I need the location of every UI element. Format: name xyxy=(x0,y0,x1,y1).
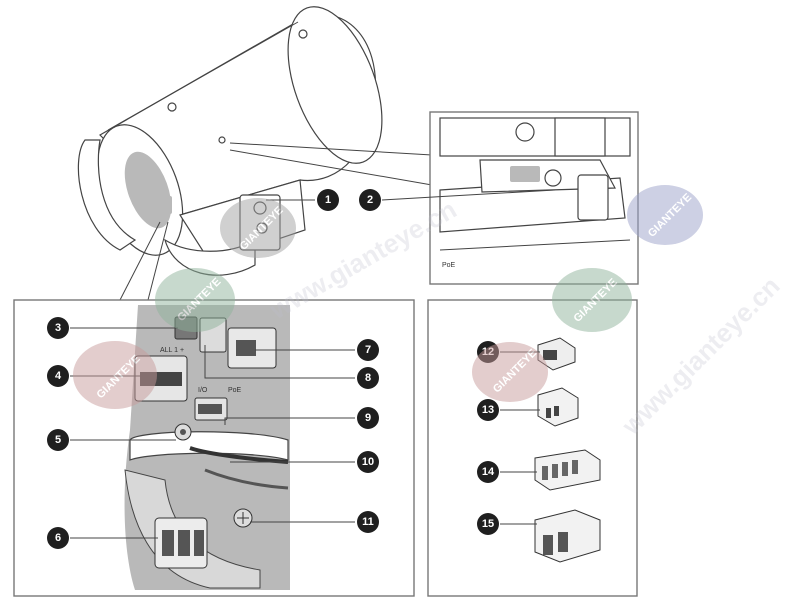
callout-1: 1 xyxy=(317,189,339,211)
svg-text:8: 8 xyxy=(365,372,371,384)
leader-line-2a xyxy=(229,142,433,156)
callout-13: 13 xyxy=(477,399,499,421)
io-label: I/O xyxy=(198,387,208,394)
svg-text:13: 13 xyxy=(482,404,494,416)
poe-label: PoE xyxy=(442,262,456,269)
svg-text:4: 4 xyxy=(55,370,62,382)
callout-7: 7 xyxy=(357,339,379,361)
callout-14: 14 xyxy=(477,461,499,483)
connector-panel-inset: ALL 1 + I/O PoE xyxy=(13,299,415,597)
svg-text:7: 7 xyxy=(365,344,371,356)
mating-connectors-inset xyxy=(427,299,638,597)
callout-2: 2 xyxy=(359,189,381,211)
svg-text:6: 6 xyxy=(55,532,61,544)
poe-small-label: PoE xyxy=(228,387,242,394)
callout-11: 11 xyxy=(357,511,379,533)
svg-text:15: 15 xyxy=(482,518,494,530)
poe-port-inset: PoE xyxy=(429,111,639,285)
svg-text:14: 14 xyxy=(482,466,495,478)
svg-text:9: 9 xyxy=(365,412,371,424)
callout-8: 8 xyxy=(357,367,379,389)
callout-6: 6 xyxy=(47,527,69,549)
svg-text:3: 3 xyxy=(55,322,61,334)
svg-text:11: 11 xyxy=(362,516,374,528)
svg-text:1: 1 xyxy=(325,194,331,206)
alarm-label: ALL 1 + xyxy=(160,347,184,354)
leader-line-inset-a xyxy=(119,221,161,301)
svg-text:10: 10 xyxy=(362,456,374,468)
left-inset-leader-lines xyxy=(70,327,355,539)
callout-3: 3 xyxy=(47,317,69,339)
leader-line-2b xyxy=(229,149,433,186)
leader-line-inset-b xyxy=(147,221,169,301)
callout-10: 10 xyxy=(357,451,379,473)
callout-4: 4 xyxy=(47,365,69,387)
callout-9: 9 xyxy=(357,407,379,429)
leader-line-2 xyxy=(381,189,556,201)
callout-5: 5 xyxy=(47,429,69,451)
callout-15: 15 xyxy=(477,513,499,535)
watermark-domain-1: www.gianteye.cn xyxy=(615,271,785,441)
svg-text:5: 5 xyxy=(55,434,61,446)
svg-text:2: 2 xyxy=(367,194,373,206)
